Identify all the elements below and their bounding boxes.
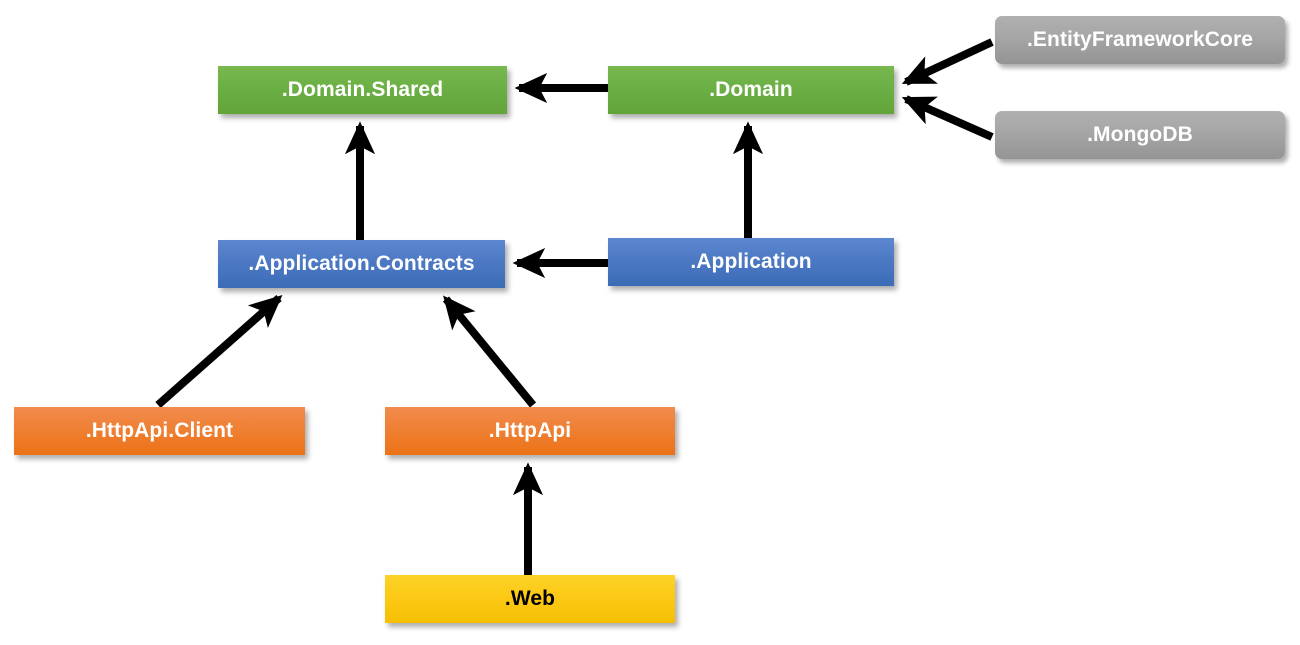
node-application-contracts[interactable]: .Application.Contracts: [218, 240, 505, 288]
node-application-contracts-label: .Application.Contracts: [248, 252, 475, 275]
node-application[interactable]: .Application: [608, 238, 894, 286]
node-domain-shared-label: .Domain.Shared: [281, 78, 444, 101]
node-httpapi[interactable]: .HttpApi: [385, 407, 675, 455]
node-entity-framework-core-label: .EntityFrameworkCore: [1026, 28, 1254, 51]
edge-efcore-to-domain: [901, 38, 994, 86]
node-httpapi-label: .HttpApi: [488, 419, 572, 442]
edge-mongodb-to-domain: [901, 95, 994, 141]
edge-httpapi-to-application-contracts: [442, 295, 537, 408]
node-entity-framework-core[interactable]: .EntityFrameworkCore: [995, 16, 1285, 64]
node-mongodb[interactable]: .MongoDB: [995, 111, 1285, 159]
node-domain[interactable]: .Domain: [608, 66, 894, 114]
node-application-label: .Application: [690, 250, 812, 273]
node-web[interactable]: .Web: [385, 575, 675, 623]
node-mongodb-label: .MongoDB: [1087, 123, 1193, 146]
node-domain-shared[interactable]: .Domain.Shared: [218, 66, 507, 114]
edge-httpapi-client-to-application-contracts: [155, 294, 283, 408]
node-web-label: .Web: [504, 587, 556, 610]
node-httpapi-client-label: .HttpApi.Client: [85, 419, 234, 442]
node-domain-label: .Domain: [709, 78, 793, 101]
node-httpapi-client[interactable]: .HttpApi.Client: [14, 407, 305, 455]
